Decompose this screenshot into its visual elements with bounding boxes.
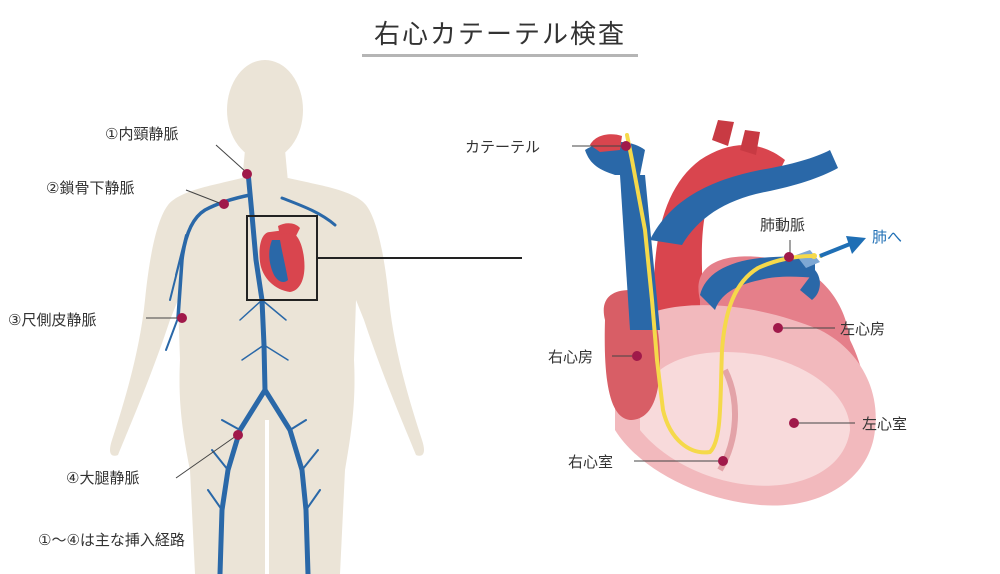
label-right-ventricle: 右心室 [568, 453, 614, 471]
to-lung-arrow [819, 236, 866, 258]
heart-diagram [585, 120, 876, 506]
label-pulmonary-artery: 肺動脈 [760, 216, 806, 234]
chest-heart-icon [259, 223, 305, 292]
page-title: 右心カテーテル検査 [373, 20, 626, 50]
label-internal-jugular-vein: ①内頸静脈 [105, 125, 179, 143]
label-basilic-vein: ③尺側皮静脈 [8, 311, 97, 329]
body-leader-lines [146, 144, 247, 479]
insertion-site-markers [177, 169, 252, 440]
label-catheter: カテーテル [465, 138, 541, 156]
label-subclavian-vein: ②鎖骨下静脈 [46, 179, 135, 197]
heart-leader-lines [572, 145, 855, 462]
label-left-ventricle: 左心室 [862, 415, 908, 433]
vein-network [165, 169, 337, 574]
label-right-atrium: 右心房 [548, 348, 594, 366]
heart-region-markers [621, 141, 799, 466]
label-left-atrium: 左心房 [840, 320, 886, 338]
title-underline [362, 54, 638, 57]
label-femoral-vein: ④大腿静脈 [66, 469, 140, 487]
footnote: ①〜④は主な挿入経路 [38, 531, 185, 549]
label-to-lung: 肺へ [872, 228, 903, 246]
